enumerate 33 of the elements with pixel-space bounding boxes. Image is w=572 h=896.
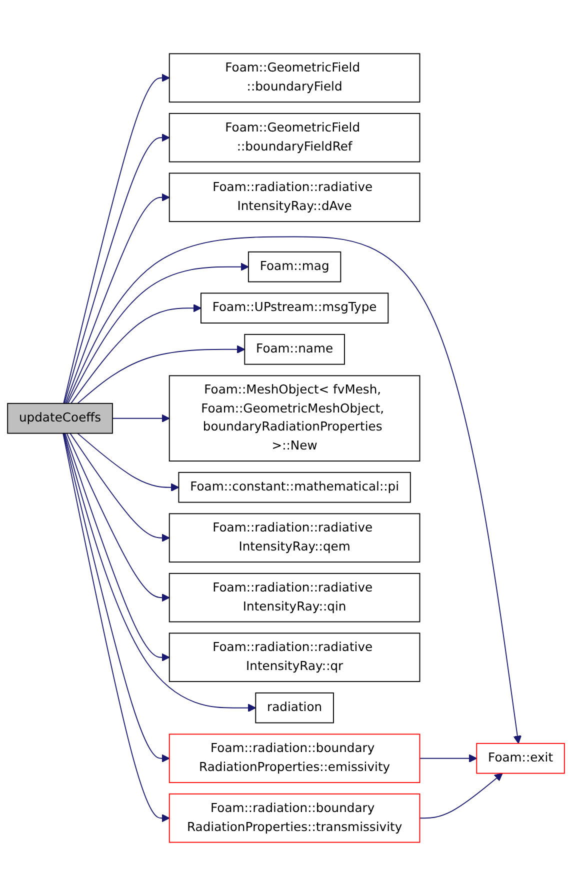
arrow	[63, 74, 170, 404]
arrow	[64, 133, 170, 404]
arrow	[68, 262, 249, 404]
node-box: Foam::radiation::radiative IntensityRay::qin	[168, 572, 420, 622]
arrow	[65, 193, 170, 404]
arrow	[63, 432, 170, 763]
node-box: Foam::GeometricField ::boundaryField	[168, 53, 420, 103]
arrow	[64, 432, 170, 662]
node-box: radiation	[255, 692, 334, 724]
arrow	[70, 304, 202, 404]
node-box: Foam::UPstream::msgType	[200, 292, 389, 324]
node-box: Foam::exit	[476, 742, 565, 774]
arrow	[70, 432, 170, 542]
node-box: Foam::GeometricField ::boundaryFieldRef	[168, 112, 420, 162]
arrow	[62, 432, 170, 822]
arrow	[77, 345, 246, 404]
node-box: Foam::name	[244, 334, 345, 365]
node-box: Foam::radiation::boundary RadiationProperties::transmissivity	[168, 793, 420, 843]
node-box: updateCoeffs	[7, 402, 113, 434]
arrow	[419, 754, 478, 763]
arrow	[419, 772, 503, 819]
node-box: Foam::mag	[248, 251, 342, 282]
node-box: Foam::radiation::radiative IntensityRay::qem	[168, 513, 420, 563]
node-box: Foam::MeshObject< fvMesh, Foam::GeometricMeshObject, boundaryRadiationProperties >::New	[168, 375, 420, 462]
arrow	[66, 236, 522, 744]
arrow	[64, 432, 256, 712]
node-box: Foam::radiation::radiative IntensityRay::qr	[168, 632, 420, 682]
arrow	[77, 432, 180, 492]
node-box: Foam::constant::mathematical::pi	[178, 472, 411, 503]
arrow	[66, 432, 170, 602]
arrow	[112, 414, 170, 423]
node-box: Foam::radiation::radiative IntensityRay::dAve	[168, 172, 420, 222]
node-box: Foam::radiation::boundary RadiationProperties::emissivity	[168, 734, 420, 784]
